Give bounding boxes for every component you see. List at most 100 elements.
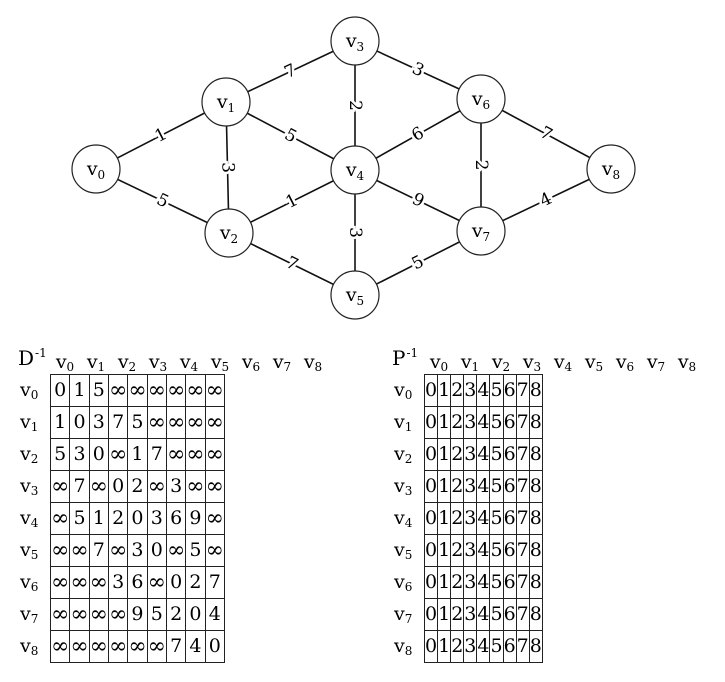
edge-weight-v0-v2: 5 bbox=[153, 190, 171, 213]
matrix-p-col-header-v0: v0 bbox=[429, 351, 449, 374]
matrix-p-col-header-v1: v1 bbox=[460, 351, 480, 374]
matrix-cell: 9 bbox=[185, 502, 206, 535]
matrix-cell: 0 bbox=[423, 470, 439, 503]
matrix-cell: ∞ bbox=[146, 406, 167, 439]
matrix-cell: 1 bbox=[69, 374, 90, 407]
matrix-cell: 3 bbox=[69, 438, 90, 471]
matrix-cell: 6 bbox=[502, 374, 517, 407]
matrix-p-row-header-v2: v2 bbox=[394, 443, 413, 466]
matrix-cell: 1 bbox=[437, 566, 452, 599]
edge-weight-v4-v6: 6 bbox=[408, 123, 427, 146]
matrix-cell: ∞ bbox=[49, 630, 71, 663]
matrix-cell: 7 bbox=[165, 630, 187, 663]
matrix-cell: ∞ bbox=[107, 438, 129, 471]
matrix-p-row-header-v3: v3 bbox=[394, 475, 413, 498]
matrix-cell: 7 bbox=[107, 406, 129, 439]
matrix-cell: ∞ bbox=[69, 534, 90, 567]
matrix-cell: 5 bbox=[489, 598, 504, 631]
node-v0: v0 bbox=[71, 144, 121, 194]
matrix-p-superscript: -1 bbox=[406, 346, 419, 360]
matrix-cell: ∞ bbox=[185, 374, 206, 407]
matrix-cell: 8 bbox=[528, 630, 543, 663]
matrix-cell: 7 bbox=[515, 406, 530, 439]
matrix-cell: 1 bbox=[437, 630, 452, 663]
matrix-cell: ∞ bbox=[165, 374, 187, 407]
matrix-d-col-header-v6: v6 bbox=[241, 351, 261, 374]
node-v2: v2 bbox=[204, 208, 254, 258]
node-circle bbox=[330, 270, 380, 320]
matrix-cell: 0 bbox=[165, 566, 187, 599]
matrix-d-col-header-v4: v4 bbox=[179, 351, 199, 374]
matrix-cell: ∞ bbox=[49, 470, 71, 503]
matrix-cell: 7 bbox=[515, 470, 530, 503]
matrix-cell: 0 bbox=[204, 630, 225, 663]
matrix-p-row-header-v6: v6 bbox=[394, 571, 413, 594]
matrix-cell: 6 bbox=[502, 470, 517, 503]
node-label-v0: v0 bbox=[86, 158, 105, 182]
edge-weight-v1-v3: 7 bbox=[281, 60, 299, 83]
matrix-cell: 3 bbox=[463, 470, 478, 503]
matrix-cell: ∞ bbox=[165, 534, 187, 567]
edge-weight-v3-v4: 2 bbox=[345, 100, 365, 111]
matrix-p-col-header-v4: v4 bbox=[553, 351, 573, 374]
matrix-cell: ∞ bbox=[49, 566, 71, 599]
matrix-cell: 1 bbox=[88, 502, 109, 535]
matrix-cell: 5 bbox=[489, 534, 504, 567]
node-label-v4: v4 bbox=[345, 159, 365, 183]
node-label-v1: v1 bbox=[216, 91, 235, 115]
edge-weight-v7-v8: 4 bbox=[537, 189, 555, 212]
matrix-cell: 8 bbox=[528, 406, 543, 439]
matrix-d-row-header-v1: v1 bbox=[20, 411, 39, 434]
matrix-cell: 3 bbox=[463, 406, 478, 439]
matrix-cell: 5 bbox=[489, 502, 504, 535]
matrix-cell: ∞ bbox=[69, 566, 90, 599]
matrix-cell: 2 bbox=[450, 374, 465, 407]
matrix-p-col-header-v8: v8 bbox=[677, 351, 697, 374]
matrix-cell: 0 bbox=[185, 598, 206, 631]
matrix-cell: ∞ bbox=[88, 630, 109, 663]
matrix-cell: ∞ bbox=[185, 438, 206, 471]
matrix-cell: 8 bbox=[528, 534, 543, 567]
matrix-d-row-header-v6: v6 bbox=[20, 571, 39, 594]
matrix-d-col-header-v5: v5 bbox=[210, 351, 230, 374]
edge-weight-v4-v7: 9 bbox=[409, 189, 427, 212]
matrix-cell: ∞ bbox=[146, 630, 167, 663]
matrix-cell: 3 bbox=[463, 534, 478, 567]
matrix-cell: ∞ bbox=[204, 470, 225, 503]
matrix-cell: 0 bbox=[107, 470, 129, 503]
matrix-cell: 9 bbox=[127, 598, 148, 631]
matrix-d-col-header-v8: v8 bbox=[303, 351, 323, 374]
matrix-p-row-header-v7: v7 bbox=[394, 603, 413, 626]
matrix-p-row-header-v5: v5 bbox=[394, 539, 413, 562]
matrix-cell: ∞ bbox=[204, 406, 225, 439]
matrix-cell: 0 bbox=[423, 598, 439, 631]
matrix-d-col-header-v1: v1 bbox=[86, 351, 106, 374]
matrix-cell: 5 bbox=[185, 534, 206, 567]
matrix-cell: 3 bbox=[463, 566, 478, 599]
matrix-cell: 2 bbox=[450, 502, 465, 535]
matrix-cell: 0 bbox=[146, 534, 167, 567]
matrix-d-superscript: -1 bbox=[35, 346, 47, 360]
matrix-cell: 3 bbox=[463, 374, 478, 407]
matrix-cell: 4 bbox=[185, 630, 206, 663]
matrix-cell: 0 bbox=[423, 502, 439, 535]
matrix-cell: 4 bbox=[476, 630, 491, 663]
node-label-v7: v7 bbox=[471, 220, 490, 244]
node-v4: v4 bbox=[330, 145, 380, 195]
matrix-cell: ∞ bbox=[127, 374, 148, 407]
matrix-cell: ∞ bbox=[49, 534, 71, 567]
matrix-cell: 6 bbox=[502, 566, 517, 599]
matrix-cell: 8 bbox=[528, 598, 543, 631]
matrix-cell: 1 bbox=[437, 406, 452, 439]
matrix-cell: 7 bbox=[515, 374, 530, 407]
